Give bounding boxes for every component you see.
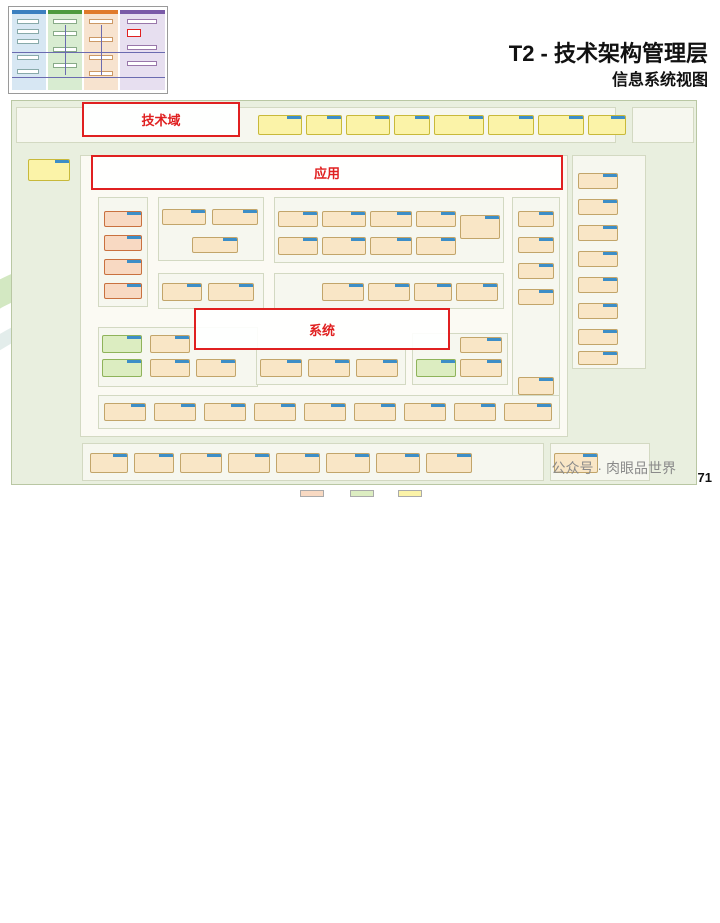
diagram-node <box>254 403 296 421</box>
diagram-node <box>150 359 190 377</box>
diagram-node <box>104 235 142 251</box>
diagram-node <box>322 283 364 301</box>
diagram-node <box>376 453 420 473</box>
diagram-node <box>354 403 396 421</box>
information-system-diagram <box>11 100 697 485</box>
callout-application: 应用 <box>91 155 563 190</box>
diagram-node <box>578 351 618 365</box>
diagram-node <box>196 359 236 377</box>
callout-system: 系统 <box>194 308 450 350</box>
diagram-node <box>104 211 142 227</box>
diagram-node <box>162 283 202 301</box>
diagram-node <box>278 211 318 227</box>
legend <box>290 489 440 497</box>
diagram-node <box>356 359 398 377</box>
legend-swatch <box>300 490 324 497</box>
diagram-node <box>192 237 238 253</box>
diagram-node <box>306 115 342 135</box>
diagram-node <box>518 289 554 305</box>
diagram-node <box>518 377 554 395</box>
diagram-node <box>518 211 554 227</box>
diagram-node <box>518 237 554 253</box>
diagram-node <box>460 215 500 239</box>
diagram-node <box>104 283 142 299</box>
diagram-node <box>416 237 456 255</box>
legend-swatch <box>398 490 422 497</box>
diagram-node <box>260 359 302 377</box>
diagram-node <box>28 159 70 181</box>
diagram-node <box>454 403 496 421</box>
diagram-node <box>488 115 534 135</box>
diagram-node <box>416 211 456 227</box>
diagram-node <box>370 237 412 255</box>
diagram-node <box>460 337 502 353</box>
diagram-node <box>578 225 618 241</box>
top-right-panel <box>632 107 694 143</box>
diagram-node <box>154 403 196 421</box>
diagram-node <box>258 115 302 135</box>
diagram-node <box>212 209 258 225</box>
diagram-node <box>322 211 366 227</box>
diagram-node <box>370 211 412 227</box>
diagram-node <box>326 453 370 473</box>
diagram-node <box>368 283 410 301</box>
diagram-node <box>504 403 552 421</box>
diagram-node <box>150 335 190 353</box>
diagram-node <box>426 453 472 473</box>
diagram-node <box>228 453 270 473</box>
diagram-node <box>554 453 598 473</box>
diagram-node <box>578 173 618 189</box>
diagram-node <box>180 453 222 473</box>
diagram-node <box>90 453 128 473</box>
diagram-node <box>102 359 142 377</box>
diagram-node <box>134 453 174 473</box>
diagram-node <box>578 251 618 267</box>
diagram-node <box>434 115 484 135</box>
diagram-node <box>346 115 390 135</box>
diagram-node <box>278 237 318 255</box>
diagram-node <box>538 115 584 135</box>
diagram-node <box>456 283 498 301</box>
watermark: 公众号 · 肉眼品世界 <box>551 460 676 476</box>
callout-tech-domain: 技术域 <box>82 102 240 137</box>
diagram-node <box>102 335 142 353</box>
page-number: 71 <box>697 470 712 485</box>
diagram-node <box>104 259 142 275</box>
diagram-node <box>104 403 146 421</box>
diagram-node <box>162 209 206 225</box>
diagram-node <box>304 403 346 421</box>
diagram-node <box>414 283 452 301</box>
diagram-node <box>588 115 626 135</box>
diagram-node <box>276 453 320 473</box>
diagram-node <box>404 403 446 421</box>
diagram-node <box>518 263 554 279</box>
diagram-node <box>578 329 618 345</box>
diagram-node <box>308 359 350 377</box>
diagram-node <box>204 403 246 421</box>
diagram-node <box>394 115 430 135</box>
diagram-node <box>416 359 456 377</box>
page-subtitle: 信息系统视图 <box>611 72 708 89</box>
diagram-node <box>322 237 366 255</box>
diagram-node <box>208 283 254 301</box>
diagram-node <box>578 303 618 319</box>
diagram-node <box>578 199 618 215</box>
legend-swatch <box>350 490 374 497</box>
diagram-node <box>460 359 502 377</box>
architecture-thumbnail <box>8 6 168 94</box>
page-title: T2 - 技术架构管理层 <box>508 41 708 66</box>
diagram-node <box>578 277 618 293</box>
